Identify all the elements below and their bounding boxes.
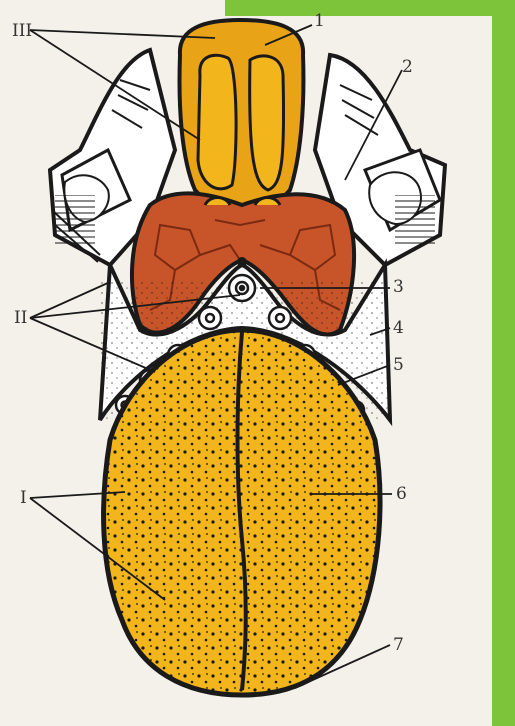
label-2: 2 — [402, 57, 413, 77]
label-roman-top: III — [12, 21, 32, 41]
label-roman-mid: II — [14, 308, 27, 328]
label-roman-bottom: I — [20, 488, 27, 508]
label-7: 7 — [393, 635, 404, 655]
label-5: 5 — [393, 355, 404, 375]
label-4: 4 — [393, 318, 404, 338]
label-6: 6 — [396, 484, 407, 504]
label-1: 1 — [314, 11, 325, 31]
label-3: 3 — [393, 277, 404, 297]
epiglottis — [180, 20, 304, 209]
